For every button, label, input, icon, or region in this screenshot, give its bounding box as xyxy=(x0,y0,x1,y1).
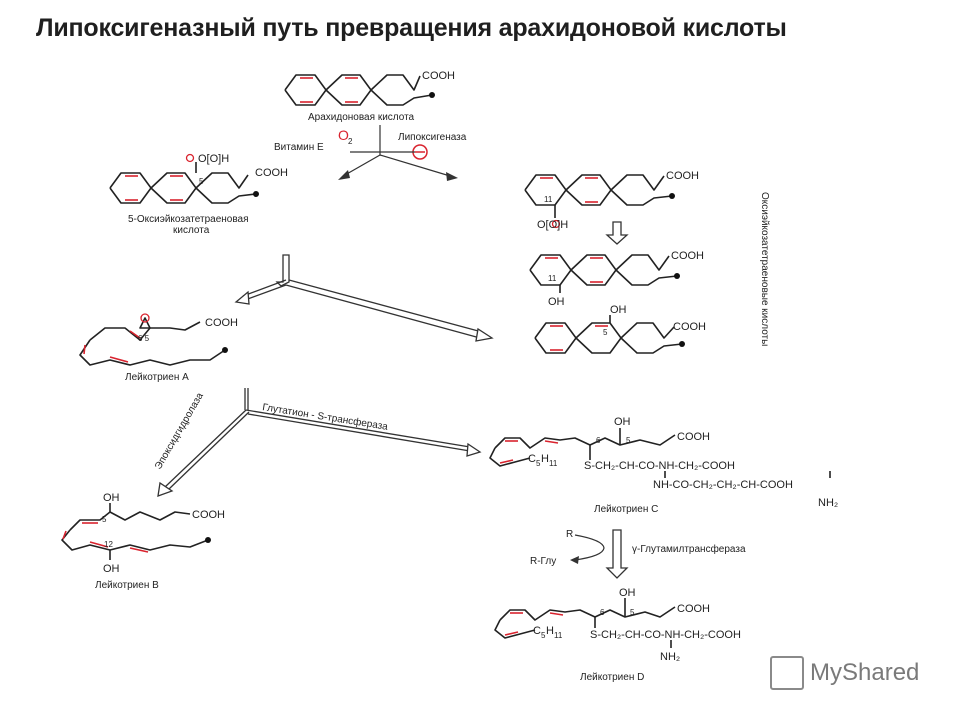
carbon-11-label: 11 xyxy=(544,195,553,204)
carbon-5-label: 5 xyxy=(603,328,608,337)
carbon-5-label: 5 xyxy=(626,436,631,445)
o-oh-label: O[O]H xyxy=(537,219,568,231)
nh2-label: NH₂ xyxy=(660,651,680,663)
myshared-logo-icon xyxy=(770,656,804,690)
c5h11-h: H xyxy=(541,453,549,465)
lipoxygenase-label: Липоксигеназа xyxy=(398,132,467,143)
cooh-label: COOH xyxy=(192,509,225,521)
o2-symbol: O xyxy=(338,127,349,143)
oh-label: OH xyxy=(610,304,627,316)
cooh-label: COOH xyxy=(671,250,704,262)
oh-label: OH xyxy=(103,563,120,575)
hpete5-label-line2: кислота xyxy=(173,225,210,236)
carbon-5-label: 5 xyxy=(199,177,204,186)
glutathione-transferase-label: Глутатион - S-трансфераза xyxy=(262,401,390,433)
o2-subscript: 2 xyxy=(348,137,353,146)
oh-label: OH xyxy=(614,416,631,428)
cooh-label: COOH xyxy=(205,317,238,329)
c5h11-sub2: 11 xyxy=(549,459,558,468)
oh-label: OH xyxy=(619,587,636,599)
ltb-structure: OH 5 12 OH COOH Лейкотриен B xyxy=(61,492,225,591)
epoxide-hydrolase-label: Эпоксидгидролаза xyxy=(153,391,206,472)
r-label: R xyxy=(566,529,573,540)
ggt-label: γ-Глутамилтрансфераза xyxy=(632,543,746,555)
c5h11-sub: 5 xyxy=(541,631,546,640)
c5h11-sub: 5 xyxy=(536,459,541,468)
oh-label: OH xyxy=(548,296,565,308)
cooh-label: COOH xyxy=(666,170,699,182)
c5h11-sub2: 11 xyxy=(554,631,563,640)
ltc-label: Лейкотриен C xyxy=(594,504,658,515)
carbon-5-label: 5 xyxy=(102,515,107,524)
ltd-structure: OH 6 5 COOH C 5 H 11 S-CH₂-CH-CO-NH-CH₂-… xyxy=(494,587,741,683)
watermark-logo: MyShared xyxy=(770,656,919,690)
fork-arrow-icon xyxy=(234,254,494,342)
side-vertical-label: Оксиэйкозатетраеновые кислоты xyxy=(759,192,770,346)
hpete11-structure: O[O]H 11 COOH xyxy=(524,170,699,231)
hete11-structure: OH 11 COOH xyxy=(529,250,704,308)
arachidonic-acid-label: Арахидоновая кислота xyxy=(308,112,415,123)
split-arrow-icon xyxy=(338,125,458,181)
carbon-65-label: 6 5 xyxy=(138,334,150,343)
ltc-chain2: NH-CO-CH₂-CH₂-CH-COOH xyxy=(653,479,793,491)
carbon-11-label: 11 xyxy=(548,274,557,283)
hpete5-label-line1: 5-Оксиэйкозатетраеновая xyxy=(128,214,249,225)
cooh-label: COOH xyxy=(255,167,288,179)
ltc-structure: OH 6 5 COOH C 5 H 11 S-CH₂-CH-CO-NH-CH₂-… xyxy=(489,416,838,515)
cooh-label: COOH xyxy=(422,70,455,82)
c5h11-label: C xyxy=(533,625,541,637)
ltd-chain: S-CH₂-CH-CO-NH-CH₂-COOH xyxy=(590,629,741,641)
hete5-structure: OH 5 COOH xyxy=(534,304,706,354)
c5h11-label: C xyxy=(528,453,536,465)
cooh-label: COOH xyxy=(673,321,706,333)
ltc-chain1: S-CH₂-CH-CO-NH-CH₂-COOH xyxy=(584,460,735,472)
carbon-5-label: 5 xyxy=(630,608,635,617)
vitamin-e-label: Витамин E xyxy=(274,142,324,153)
cooh-label: COOH xyxy=(677,603,710,615)
hpete5-structure: O[O]H 5 COOH 5-Оксиэйкозатетраеновая кис… xyxy=(109,153,288,236)
watermark-text: MyShared xyxy=(810,659,920,686)
ltd-label: Лейкотриен D xyxy=(580,672,644,683)
carbon-12-label: 12 xyxy=(104,540,113,549)
down-arrow-icon xyxy=(605,221,629,245)
r-glu-label: R-Глу xyxy=(530,556,556,567)
down-arrow-icon xyxy=(605,529,629,579)
carbon-6-label: 6 xyxy=(600,608,605,617)
slide-title: Липоксигеназный путь превращения арахидо… xyxy=(36,14,787,42)
carbon-6-label: 6 xyxy=(596,436,601,445)
cooh-label: COOH xyxy=(677,431,710,443)
lta-label: Лейкотриен A xyxy=(125,372,189,383)
arachidonic-acid-structure: COOH Арахидоновая кислота xyxy=(284,70,455,123)
o-oh-label: O[O]H xyxy=(198,153,229,165)
c5h11-h: H xyxy=(546,625,554,637)
nh2-label: NH₂ xyxy=(818,497,838,509)
oh-label: OH xyxy=(103,492,120,504)
branch-arrow-icon xyxy=(157,388,482,497)
lta-structure: 6 5 COOH Лейкотриен A xyxy=(79,313,238,383)
ltb-label: Лейкотриен B xyxy=(95,580,159,591)
